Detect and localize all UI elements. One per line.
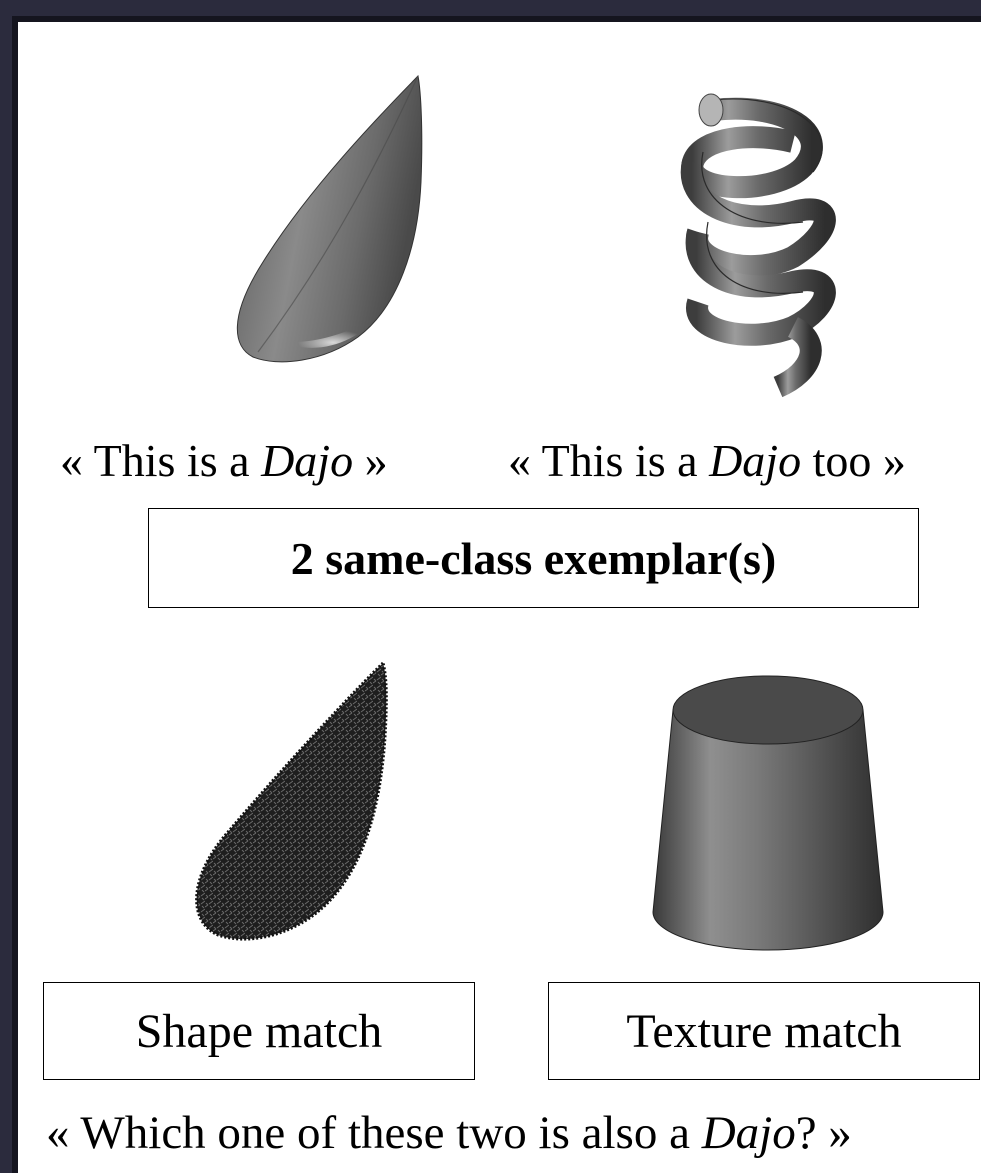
- figure-panel: « This is a Dajo » « This is a Dajo too …: [12, 16, 981, 1173]
- shape-match-textured-teardrop: [195, 660, 388, 941]
- question-caption: « Which one of these two is also a Dajo?…: [46, 1107, 852, 1159]
- shape-match-box[interactable]: Shape match: [43, 982, 475, 1080]
- exemplar-spring: [680, 93, 836, 398]
- exemplar2-caption: « This is a Dajo too »: [508, 435, 906, 486]
- exemplar-count-label: 2 same-class exemplar(s): [290, 532, 777, 584]
- texture-match-box[interactable]: Texture match: [548, 982, 980, 1080]
- exemplar-teardrop-smooth: [236, 74, 423, 363]
- exemplar-count-box: 2 same-class exemplar(s): [148, 508, 919, 608]
- texture-match-label: Texture match: [626, 1004, 902, 1058]
- shape-match-label: Shape match: [135, 1004, 383, 1058]
- exemplar1-caption: « This is a Dajo »: [60, 435, 388, 486]
- texture-match-smooth-cone: [652, 675, 884, 951]
